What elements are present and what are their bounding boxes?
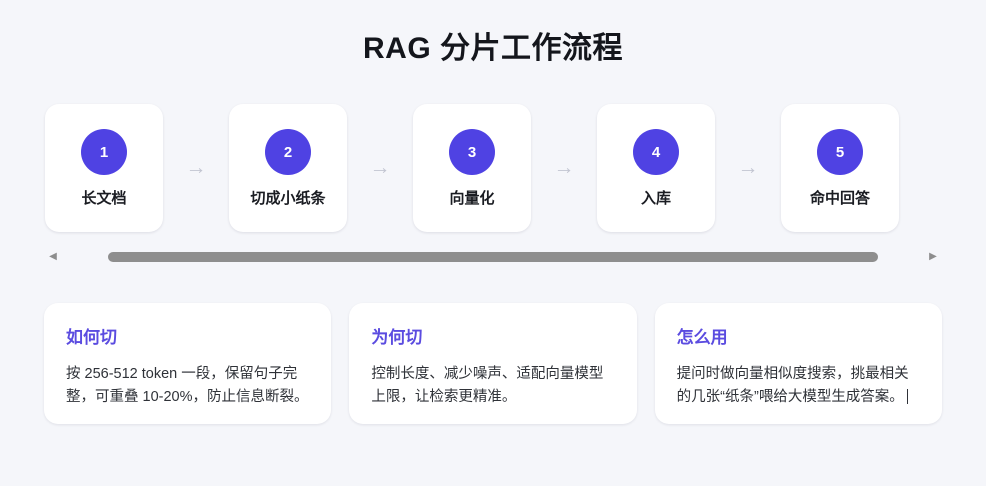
text-cursor (906, 389, 908, 405)
flow-arrow-icon: → (737, 156, 759, 179)
page-title: RAG 分片工作流程 (363, 32, 623, 65)
step-number-badge: 1 (81, 129, 127, 175)
info-card[interactable]: 怎么用提问时做向量相似度搜索，挑最相关的几张“纸条”喂给大模型生成答案。 (654, 303, 942, 424)
step-flow-track: 1 长文档 → 2 切成小纸条 → 3 向量化 → 4 入库 → 5 命中回答 (40, 95, 946, 240)
scroll-right-arrow-icon[interactable]: ▶ (929, 251, 937, 262)
step-flow-scroller[interactable]: 1 长文档 → 2 切成小纸条 → 3 向量化 → 4 入库 → 5 命中回答 (40, 95, 946, 240)
flow-arrow-icon: → (185, 156, 207, 179)
info-card-body: 控制长度、减少噪声、适配向量模型上限，让检索更精准。 (371, 366, 604, 406)
step-card[interactable]: 1 长文档 (45, 103, 163, 232)
step-number-badge: 2 (265, 129, 311, 175)
info-card-title: 为何切 (371, 328, 423, 347)
flow-arrow-icon: → (553, 156, 575, 179)
step-number-badge: 4 (633, 129, 679, 175)
step-label: 命中回答 (809, 190, 870, 207)
step-label: 切成小纸条 (250, 190, 326, 207)
step-card[interactable]: 2 切成小纸条 (229, 103, 347, 232)
step-card[interactable]: 3 向量化 (413, 103, 531, 232)
info-card-row: 如何切按 256-512 token 一段，保留句子完整，可重叠 10-20%，… (44, 303, 942, 424)
info-card-title: 怎么用 (676, 328, 728, 347)
step-card[interactable]: 4 入库 (597, 103, 715, 232)
scrollbar-thumb[interactable] (108, 252, 878, 262)
info-card[interactable]: 如何切按 256-512 token 一段，保留句子完整，可重叠 10-20%，… (44, 303, 332, 424)
horizontal-scrollbar[interactable]: ◀ ▶ (44, 248, 942, 266)
info-card[interactable]: 为何切控制长度、减少噪声、适配向量模型上限，让检索更精准。 (349, 303, 637, 424)
step-label: 向量化 (449, 190, 495, 207)
step-card[interactable]: 5 命中回答 (781, 103, 899, 232)
step-label: 长文档 (81, 190, 127, 207)
flow-arrow-icon: → (369, 156, 391, 179)
scrollbar-track[interactable] (66, 248, 920, 266)
info-card-body: 提问时做向量相似度搜索，挑最相关的几张“纸条”喂给大模型生成答案。 (676, 366, 909, 406)
step-number-badge: 5 (817, 129, 863, 175)
info-card-title: 如何切 (66, 328, 117, 347)
info-card-body: 按 256-512 token 一段，保留句子完整，可重叠 10-20%，防止信… (66, 366, 309, 406)
step-number-badge: 3 (449, 129, 495, 175)
scroll-left-arrow-icon[interactable]: ◀ (49, 251, 57, 262)
step-label: 入库 (640, 190, 671, 207)
